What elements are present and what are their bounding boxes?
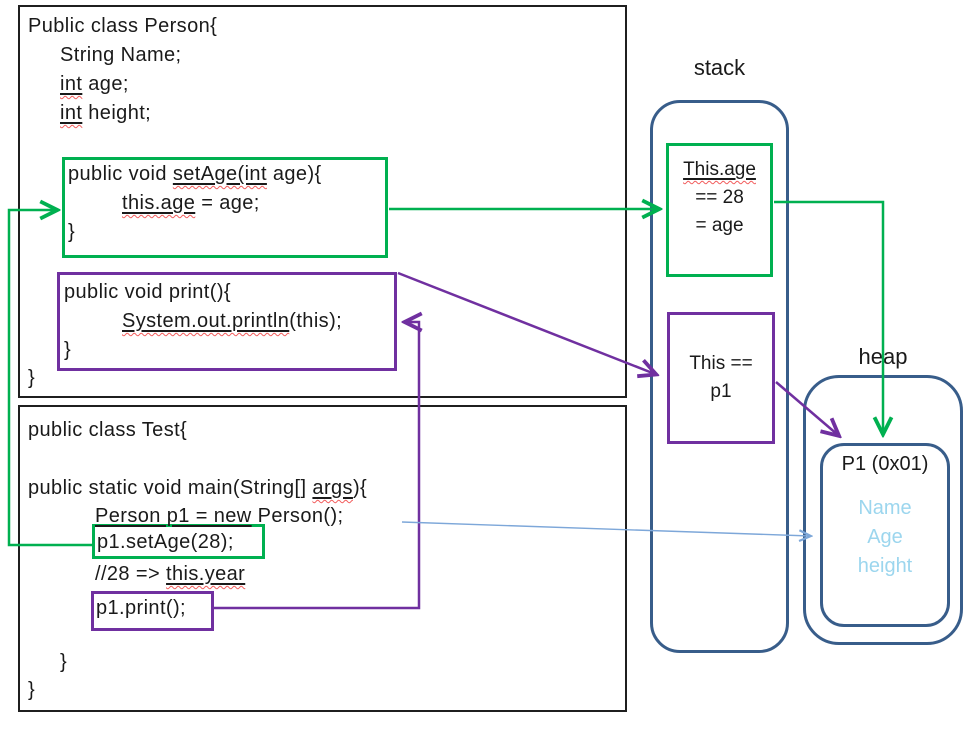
code-line-test-decl: public class Test{ <box>28 419 188 441</box>
code-line-print-close: } <box>64 339 72 361</box>
code-line-setage-close: } <box>68 221 76 243</box>
stack-frame-this-line2: p1 <box>710 381 732 402</box>
code-line-setage-sig: public void setAge(int age){ <box>68 163 322 185</box>
heap-object-title: P1 (0x01) <box>841 453 929 475</box>
setage-method-highlight-box <box>62 157 388 258</box>
code-line-person-close: } <box>28 367 36 389</box>
heap-field-height: height <box>857 555 913 577</box>
code-line-print-body: System.out.println(this); <box>122 310 343 332</box>
stack-frame-setage-line1: This.age <box>683 159 756 180</box>
heap-field-name: Name <box>858 497 912 519</box>
heap-field-age: Age <box>867 526 903 548</box>
heap-label: heap <box>858 344 908 369</box>
heap-object-p1-box <box>820 443 950 627</box>
code-line-new-person: Person p1 = new Person(); <box>95 505 344 527</box>
code-line-field-age: int age; <box>60 73 129 95</box>
code-line-person-decl: Public class Person{ <box>28 15 218 37</box>
code-line-field-name: String Name; <box>60 44 182 66</box>
stack-frame-setage-line2: == 28 <box>695 187 744 208</box>
code-line-main-close: } <box>60 651 68 673</box>
stack-frame-this-box <box>667 312 775 444</box>
code-line-comment: //28 => this.year <box>95 563 246 585</box>
code-line-test-close: } <box>28 679 36 701</box>
code-line-print-sig: public void print(){ <box>64 281 231 303</box>
code-line-field-height: int height; <box>60 102 152 124</box>
print-call-highlight-box <box>91 591 214 631</box>
stack-frame-setage-box <box>666 143 773 277</box>
code-line-main-sig: public static void main(String[] args){ <box>28 477 368 499</box>
code-line-setage-body: this.age = age; <box>122 192 260 214</box>
code-line-print-call: p1.print(); <box>96 597 186 619</box>
stack-frame-this-line1: This == <box>689 353 753 374</box>
stack-frame-setage-line3: = age <box>695 215 744 236</box>
stack-label: stack <box>693 55 746 80</box>
code-line-setage-call: p1.setAge(28); <box>97 531 234 553</box>
